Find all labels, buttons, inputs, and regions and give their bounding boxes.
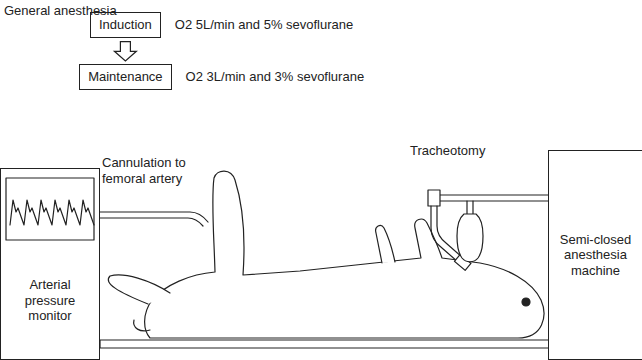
rabbit-body [145, 171, 544, 338]
procedure-label: Cannulation to femoral artery [102, 155, 198, 188]
block-arrow [114, 42, 136, 61]
node-text: Arterial pressure monitor [7, 277, 93, 324]
rabbit-hind-leg [108, 275, 170, 304]
rabbit-tail [134, 320, 150, 331]
machine-box: Semi-closed anesthesia machine [548, 150, 642, 360]
node-text: Maintenance [88, 69, 162, 85]
setting-label: O2 5L/min and 5% sevoflurane [175, 17, 354, 33]
monitor-box: Arterial pressure monitor [0, 168, 100, 360]
tube-connector [428, 190, 440, 206]
process-box: Maintenance [79, 64, 171, 90]
breathing-tube [440, 195, 548, 201]
procedure-label: Tracheotomy [410, 143, 485, 159]
rabbit-front-leg [376, 226, 395, 263]
bag-neck [467, 201, 473, 214]
setting-label: O2 3L/min and 3% sevoflurane [186, 69, 365, 85]
monitor-screen [6, 178, 94, 240]
reservoir-bag [457, 214, 483, 262]
node-text-group: Semi-closed anesthesia machine [557, 232, 634, 279]
table [100, 340, 555, 348]
cannula-tube [100, 212, 208, 226]
node-text: Induction [99, 17, 152, 33]
heading-label: General anesthesia [4, 3, 117, 19]
node-text: Semi-closed anesthesia machine [557, 232, 634, 279]
pressure-waveform [10, 200, 94, 225]
rabbit-eye [522, 298, 530, 306]
